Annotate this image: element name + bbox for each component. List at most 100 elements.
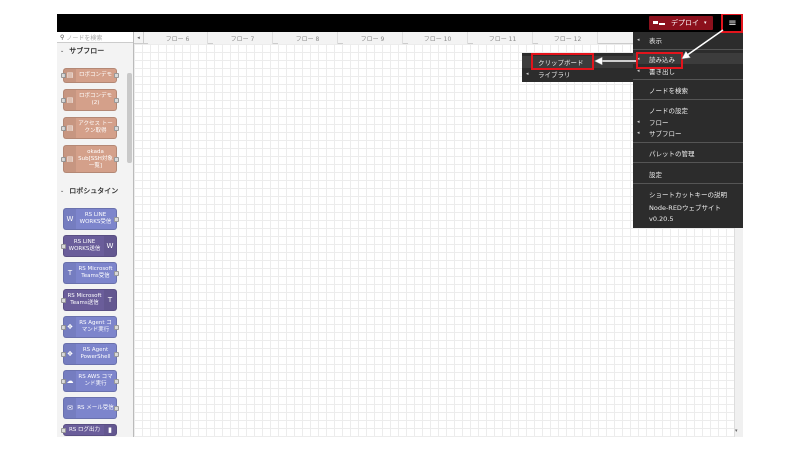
agent-icon: ❖ [64, 344, 76, 364]
submenu-arrow-icon: ◂ [637, 67, 640, 74]
palette-node-rs-aws-command[interactable]: ☁ RS AWS コマンド実行 [61, 370, 119, 392]
palette-node-rs-lineworks-receive[interactable]: W RS LINE WORKS受信 [63, 208, 119, 230]
menu-item-label: ライブラリ [538, 71, 571, 79]
lineworks-icon: W [104, 236, 116, 256]
tab-flow-6[interactable]: フロー 6 [148, 32, 208, 44]
category-label: ロボシュタイン [69, 187, 119, 195]
menu-item-subflow[interactable]: ◂ サブフロー [633, 127, 743, 138]
subflow-icon: ▤ [64, 146, 76, 172]
menu-item-label: 書き出し [649, 67, 675, 76]
menu-item-label: 表示 [649, 36, 662, 45]
input-port [61, 125, 66, 131]
menu-item-clipboard[interactable]: クリップボード [522, 56, 633, 68]
teams-icon: T [104, 290, 116, 310]
submenu-arrow-icon: ◂ [526, 71, 529, 77]
palette-node-rs-teams-receive[interactable]: T RS Microsoft Teams受信 [63, 262, 119, 284]
menu-item-search-nodes[interactable]: ノードを検索 [633, 84, 743, 95]
subflow-icon: ▤ [64, 69, 76, 82]
menu-divider [633, 162, 743, 163]
node-label: okada Sub[SSH対象一覧] [78, 148, 113, 169]
highlight-clipboard-item [531, 53, 594, 70]
deploy-button[interactable]: デプロイ ▾ [649, 16, 713, 30]
palette-node-robocon-demo[interactable]: ▤ ロボコンデモ [61, 68, 119, 83]
tab-flow-10[interactable]: フロー 10 [408, 32, 468, 44]
tab-flow-12[interactable]: フロー 12 [538, 32, 598, 44]
input-port [61, 156, 66, 162]
node-label: RS Microsoft Teams受信 [78, 266, 113, 279]
node-label: RS メール受信 [77, 404, 114, 411]
deploy-icon [653, 20, 665, 26]
input-port [61, 243, 66, 249]
agent-icon: ❖ [64, 317, 76, 337]
menu-divider [633, 183, 743, 184]
main-menu-button[interactable]: ≡ [722, 14, 743, 32]
menu-item-library[interactable]: ◂ ライブラリ [522, 68, 633, 80]
mail-icon: ✉ [64, 398, 76, 418]
menu-item-settings[interactable]: 設定 [633, 168, 743, 179]
menu-item-label: パレットの管理 [649, 149, 695, 158]
menu-item-node-config[interactable]: ノードの設定 [633, 104, 743, 115]
node-label: RS ログ出力 [68, 426, 101, 433]
tab-flow-9[interactable]: フロー 9 [343, 32, 403, 44]
palette-node-robocon-demo-2[interactable]: ▤ ロボコンデモ (2) [61, 89, 119, 111]
node-label: RS AWS コマンド実行 [78, 374, 113, 387]
output-port [114, 125, 119, 131]
input-port [61, 97, 66, 103]
category-label: サブフロー [69, 47, 105, 55]
menu-item-view[interactable]: ◂ 表示 [633, 34, 743, 45]
hamburger-icon: ≡ [728, 17, 737, 29]
deploy-dropdown-icon[interactable]: ▾ [704, 20, 707, 26]
input-port [61, 351, 66, 357]
menu-divider [633, 49, 743, 50]
output-port [114, 73, 119, 78]
palette-node-okada-sub[interactable]: ▤ okada Sub[SSH対象一覧] [61, 145, 119, 173]
node-label: RS Microsoft Teams送信 [67, 293, 102, 306]
palette-node-rs-lineworks-send[interactable]: RS LINE WORKS送信 W [61, 235, 117, 257]
input-port [61, 378, 66, 384]
menu-item-manage-palette[interactable]: パレットの管理 [633, 147, 743, 158]
menu-item-node-red-website[interactable]: Node-REDウェブサイト [633, 201, 743, 212]
node-label: アクセス トークン取得 [78, 121, 113, 134]
palette-node-rs-log-output[interactable]: RS ログ出力 ▮ [61, 424, 117, 436]
cloud-icon: ☁ [64, 371, 76, 391]
menu-item-keyboard-shortcuts[interactable]: ショートカットキーの説明 [633, 188, 743, 199]
submenu-arrow-icon: ◂ [637, 129, 640, 136]
palette-node-rs-agent-powershell[interactable]: ❖ RS Agent PowerShell [61, 343, 119, 365]
menu-item-label: クリップボード [538, 59, 584, 67]
palette-search-input[interactable]: ⚲ ノードを検索 [57, 32, 133, 43]
subflow-icon: ▤ [64, 118, 76, 138]
input-port [61, 297, 66, 303]
palette-scrollbar[interactable] [127, 73, 132, 163]
submenu-arrow-icon: ◂ [637, 118, 640, 125]
tab-flow-7[interactable]: フロー 7 [213, 32, 273, 44]
palette-node-access-token[interactable]: ▤ アクセス トークン取得 [61, 117, 119, 139]
deploy-label: デプロイ [671, 19, 699, 27]
highlight-menu-button [721, 14, 743, 33]
tab-flow-8[interactable]: フロー 8 [278, 32, 338, 44]
import-submenu: クリップボード ◂ ライブラリ [522, 53, 633, 82]
menu-item-label: フロー [649, 118, 669, 127]
workspace-scrollbar[interactable] [734, 44, 743, 437]
menu-item-export[interactable]: ◂ 書き出し [633, 65, 743, 76]
output-port [114, 97, 119, 103]
menu-item-label: ノードの設定 [649, 106, 688, 115]
palette-node-rs-agent-command[interactable]: ❖ RS Agent コマンド実行 [61, 316, 119, 338]
database-icon: ▮ [104, 425, 116, 435]
tab-scroll-left-icon[interactable]: ◂ [134, 32, 144, 44]
output-port [114, 351, 119, 357]
scroll-down-icon[interactable]: ▾ [735, 428, 738, 434]
tab-flow-11[interactable]: フロー 11 [473, 32, 533, 44]
node-red-editor: デプロイ ▾ ≡ ⚲ ノードを検索 ⌄ サブフロー ▤ ロボコンデモ ▤ ロボコ… [57, 14, 743, 437]
palette-node-rs-mail-receive[interactable]: ✉ RS メール受信 [63, 397, 119, 419]
palette-category-roboshtein[interactable]: ⌄ ロボシュタイン [57, 185, 129, 197]
subflow-icon: ▤ [64, 90, 76, 110]
menu-item-flow[interactable]: ◂ フロー [633, 116, 743, 127]
output-port [114, 378, 119, 384]
search-placeholder: ノードを検索 [66, 34, 103, 42]
palette-category-subflow[interactable]: ⌄ サブフロー [57, 45, 129, 57]
chevron-down-icon: ⌄ [60, 48, 65, 54]
output-port [114, 156, 119, 162]
workspace-tab-bar: ◂ フロー 6 フロー 7 フロー 8 フロー 9 フロー 10 フロー 11 … [134, 32, 743, 44]
menu-item-version: v0.20.5 [633, 213, 743, 224]
palette-node-rs-teams-send[interactable]: RS Microsoft Teams送信 T [61, 289, 117, 311]
